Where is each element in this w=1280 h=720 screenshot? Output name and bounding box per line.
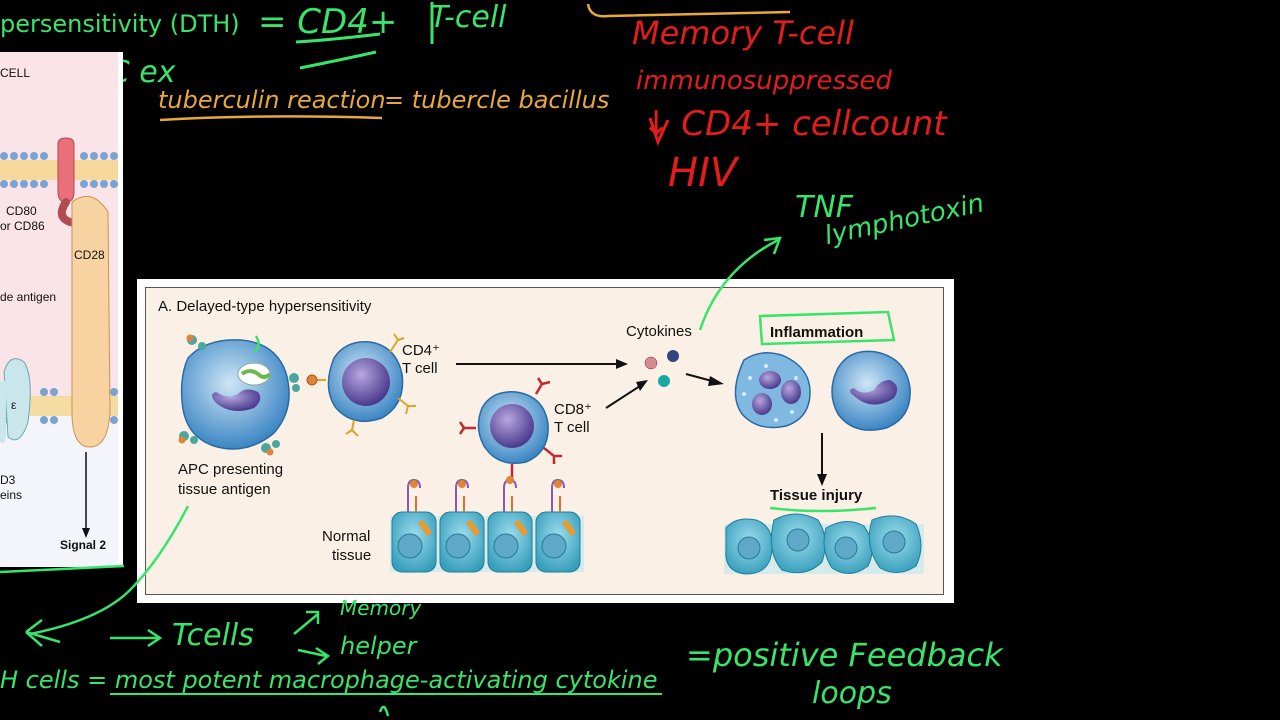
note-hiv: HIV (668, 150, 738, 196)
left-label-cd80: CD80 (6, 204, 37, 218)
left-figure-panel: CELL CD80 or CD86 CD28 de antigen ε D3 e… (0, 52, 123, 567)
note-tuberculin-reaction: tuberculin reaction (158, 86, 386, 114)
inflammation-label: Inflammation (770, 324, 864, 341)
left-label-cd28: CD28 (74, 248, 105, 262)
note-cd4-cellcount: ↓ CD4+ cellcount (642, 104, 947, 144)
left-label-d3: D3 (0, 473, 16, 487)
left-label-or-cd86: or CD86 (0, 219, 45, 233)
cd8-label: CD8⁺ (554, 401, 592, 418)
normal-tissue-label-line2: tissue (332, 547, 372, 564)
cd4-label: CD4⁺ (402, 342, 440, 359)
cytokine-dot-1 (644, 356, 658, 370)
note-dth-header: persensitivity (DTH) (0, 10, 240, 38)
left-label-eins: eins (0, 488, 23, 502)
apc-label-line2: tissue antigen (178, 481, 271, 498)
dth-figure: A. Delayed-type hypersensitivity CD4⁺ T … (137, 279, 954, 603)
note-memory: Memory (340, 596, 422, 620)
tissue-injury-label: Tissue injury (770, 487, 863, 504)
note-helper: helper (340, 632, 417, 660)
left-label-de-antigen: de antigen (0, 290, 57, 304)
cytokines-label: Cytokines (626, 323, 692, 340)
note-equals-cd4: = CD4+ (258, 2, 398, 42)
note-immunosuppressed: immunosuppressed (636, 66, 893, 96)
cd4-tcell-label: T cell (402, 360, 438, 377)
note-loops: loops (812, 676, 892, 711)
apc-cell (178, 334, 300, 456)
inflammation-macrophage (831, 350, 911, 431)
cd8-t-cell (458, 377, 562, 478)
left-label-signal2: Signal 2 (60, 538, 107, 552)
apc-label-line1: APC presenting (178, 461, 284, 478)
note-tnf: TNF (795, 190, 854, 225)
dth-figure-graphic (178, 333, 924, 575)
note-positive-feedback: =positive Feedback (686, 636, 1003, 674)
figure-title: A. Delayed-type hypersensitivity (158, 298, 372, 315)
left-label-epsilon: ε (11, 398, 17, 412)
injured-tissue (724, 513, 924, 575)
inflammation-neutrophil (734, 352, 811, 429)
left-figure-graphic (0, 52, 118, 567)
normal-tissue-label-line1: Normal (322, 528, 371, 545)
note-t-cell: T-cell (430, 0, 507, 35)
note-tcells: Tcells (172, 618, 254, 653)
cytokine-dot-2 (667, 350, 679, 362)
cd4-t-cell (306, 333, 416, 437)
note-h-cells: H cells = most potent macrophage-activat… (0, 666, 658, 694)
normal-tissue (390, 476, 584, 573)
cytokine-dot-3 (658, 375, 670, 387)
left-label-cell: CELL (0, 66, 31, 80)
dth-figure-panel: A. Delayed-type hypersensitivity CD4⁺ T … (145, 287, 944, 595)
note-memory-tcell: Memory T-cell (632, 14, 854, 52)
note-tubercle-bacillus: = tubercle bacillus (384, 86, 610, 114)
cd8-tcell-label: T cell (554, 419, 590, 436)
